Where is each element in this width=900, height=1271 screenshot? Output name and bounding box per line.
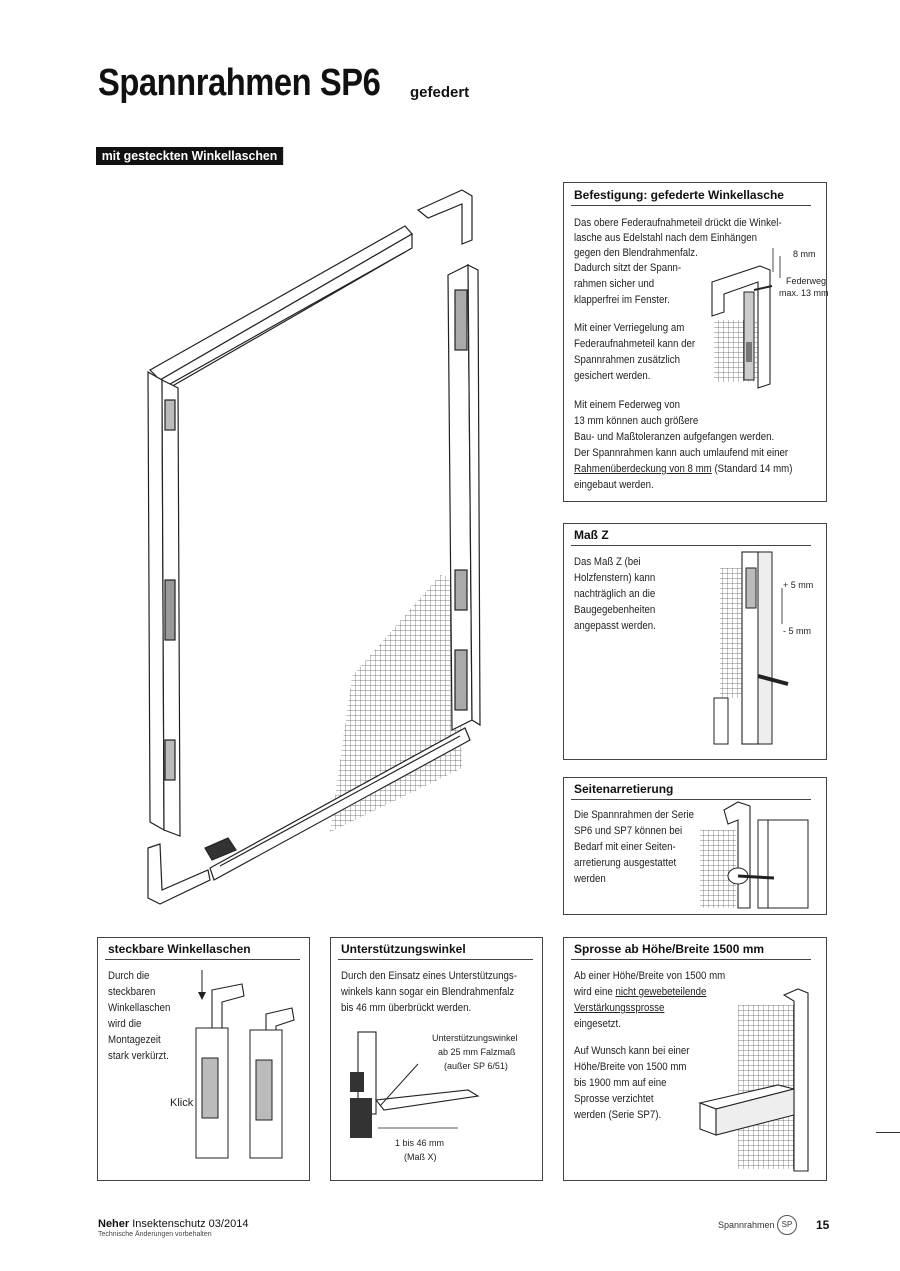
text-line: bis 1900 mm auf eine: [574, 1077, 667, 1089]
sprosse-detail-drawing: [698, 988, 809, 1172]
text-line: Montagezeit: [108, 1034, 161, 1046]
divider: [338, 959, 533, 960]
text-line: gesichert werden.: [574, 370, 651, 382]
label-federweg: Federweg: [786, 276, 827, 286]
text-line: Bau- und Maßtoleranzen aufgefangen werde…: [574, 431, 775, 443]
box-mass-z-title: Maß Z: [574, 528, 609, 542]
text-line: Sprosse verzichtet: [574, 1093, 654, 1105]
page-title-suffix: gefedert: [410, 84, 470, 101]
underlined-text: Rahmenüberdeckung von 8 mm: [574, 463, 712, 475]
text-line: nachträglich an die: [574, 588, 656, 600]
text-line: eingesetzt.: [574, 1018, 621, 1030]
text-line: rahmen sicher und: [574, 278, 655, 290]
text-line: werden: [574, 873, 606, 885]
text-line: eingebaut werden.: [574, 479, 654, 491]
divider: [105, 959, 300, 960]
top-rail: [149, 225, 413, 393]
text-fragment: (Standard 14 mm): [714, 463, 793, 475]
label-klick: Klick: [170, 1097, 194, 1109]
box-mass-z: [563, 523, 827, 760]
text-line: Ab einer Höhe/Breite von 1500 mm: [574, 970, 726, 982]
label-unterstuetzungswinkel: Unterstützungswinkel: [432, 1033, 518, 1043]
text-line: lasche aus Edelstahl nach dem Einhängen: [574, 232, 757, 244]
brand-name: Neher: [98, 1218, 130, 1230]
sp-badge-icon: SP: [777, 1215, 797, 1235]
label-max: max. 13 mm: [779, 288, 829, 298]
divider: [571, 799, 811, 800]
divider: [571, 545, 811, 546]
box-winkellaschen-title: steckbare Winkellaschen: [108, 942, 251, 956]
label-ausser-sp: (außer SP 6/51): [444, 1061, 508, 1071]
text-line: werden (Serie SP7).: [574, 1109, 662, 1121]
text-line: gegen den Blendrahmenfalz.: [574, 247, 698, 259]
text-line: Holzfenstern) kann: [574, 572, 656, 584]
text-line: wird die: [108, 1018, 142, 1030]
footer-section: Spannrahmen: [718, 1220, 775, 1230]
text-line: Mit einem Federweg von: [574, 399, 680, 411]
text-line: Dadurch sitzt der Spann-: [574, 262, 682, 274]
winkellaschen-detail-drawing: [195, 970, 295, 1159]
seitenarretierung-detail-drawing: [700, 801, 809, 909]
label-1-bis-46: 1 bis 46 mm: [395, 1138, 445, 1148]
label-plus-5mm: + 5 mm: [783, 580, 814, 590]
label-falzmass: ab 25 mm Falzmaß: [438, 1047, 516, 1057]
corner-brackets: [147, 189, 473, 905]
text-line: Mit einer Verriegelung am: [574, 322, 685, 334]
label-minus-5mm: - 5 mm: [783, 626, 811, 636]
underlined-text: nicht gewebeteilende: [615, 986, 707, 998]
unterstuetzung-detail-drawing: [350, 1031, 480, 1138]
text-fragment: wird eine: [574, 986, 613, 998]
text-line: Das obere Federaufnahmeteil drückt die W…: [574, 217, 782, 229]
brand-subtitle: Insektenschutz 03/2014: [132, 1218, 249, 1230]
text-line: Spannrahmen zusätzlich: [574, 354, 681, 366]
text-line: Baugegebenheiten: [574, 604, 656, 616]
section-label: mit gesteckten Winkellaschen: [96, 147, 284, 165]
left-stile: [147, 370, 181, 837]
befestigung-detail-drawing: [711, 248, 781, 389]
text-line: Winkellaschen: [108, 1002, 171, 1014]
underlined-text: Verstärkungssprosse: [574, 1002, 665, 1014]
text-line: SP6 und SP7 können bei: [574, 825, 683, 837]
text-line: stark verkürzt.: [108, 1050, 169, 1062]
page-number: 15: [816, 1218, 830, 1232]
footer-brand: Neher Insektenschutz 03/2014: [98, 1218, 248, 1230]
text-line: Federaufnahmeteil kann der: [574, 338, 696, 350]
box-seitenarretierung-title: Seitenarretierung: [574, 782, 674, 796]
text-line: arretierung ausgestattet: [574, 857, 677, 869]
text-line: Durch die: [108, 970, 150, 982]
text-line: angepasst werden.: [574, 620, 656, 632]
divider: [571, 959, 811, 960]
text-line: winkels kann sogar ein Blendrahmenfalz: [341, 986, 515, 998]
text-line: steckbaren: [108, 986, 156, 998]
text-line: wird eine nicht gewebeteilende: [574, 985, 706, 1001]
page-title: Spannrahmen SP6: [98, 62, 381, 104]
margin-mark: [876, 1132, 900, 1133]
label-mass-x: (Maß X): [404, 1152, 437, 1162]
label-8mm: 8 mm: [793, 249, 816, 259]
box-unterstuetzung-title: Unterstützungswinkel: [341, 942, 466, 956]
mass-z-detail-drawing: [713, 551, 789, 745]
box-befestigung: [563, 182, 827, 502]
box-befestigung-title: Befestigung: gefederte Winkellasche: [574, 188, 784, 202]
box-sprosse-title: Sprosse ab Höhe/Breite 1500 mm: [574, 942, 765, 956]
right-stile: [447, 264, 481, 731]
text-line: Höhe/Breite von 1500 mm: [574, 1061, 687, 1073]
text-line: 13 mm können auch größere: [574, 415, 699, 427]
text-line: Der Spannrahmen kann auch umlaufend mit …: [574, 447, 789, 459]
text-line: bis 46 mm überbrückt werden.: [341, 1002, 472, 1014]
bottom-rail: [204, 727, 471, 881]
mesh-screen: [330, 575, 462, 832]
text-line: Die Spannrahmen der Serie: [574, 809, 694, 821]
text-line: Rahmenüberdeckung von 8 mm (Standard 14 …: [574, 462, 792, 478]
divider: [571, 205, 811, 206]
footer-note: Technische Änderungen vorbehalten: [98, 1231, 212, 1238]
text-line: klapperfrei im Fenster.: [574, 294, 670, 306]
text-line: Bedarf mit einer Seiten-: [574, 841, 676, 853]
text-line: Durch den Einsatz eines Unterstützungs-: [341, 970, 517, 982]
text-line: Auf Wunsch kann bei einer: [574, 1045, 690, 1057]
text-line: Das Maß Z (bei: [574, 556, 641, 568]
